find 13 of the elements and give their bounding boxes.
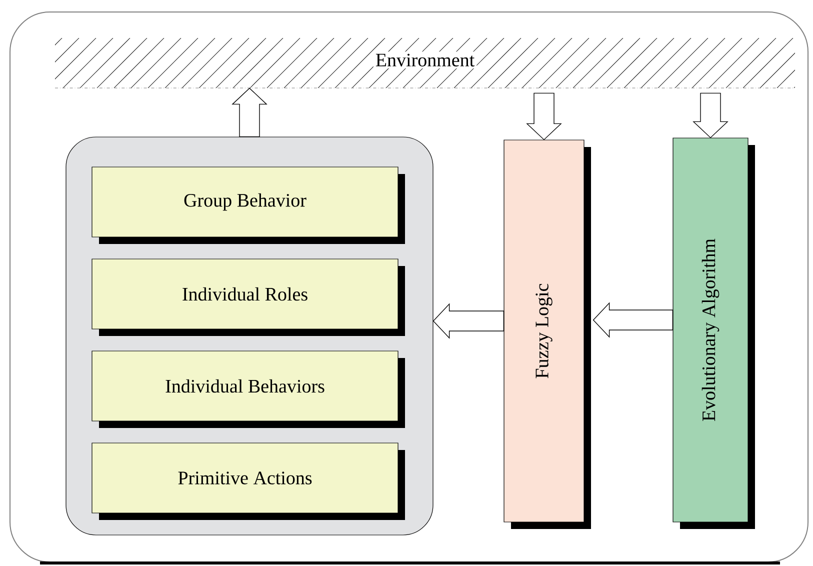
block-arrow bbox=[592, 302, 674, 338]
environment-band: Environment bbox=[54, 38, 796, 88]
layer-box: Individual Roles bbox=[92, 258, 405, 336]
layer-box: Group Behavior bbox=[92, 166, 405, 244]
block-arrow bbox=[526, 92, 562, 140]
block-arrow bbox=[432, 303, 504, 339]
process-bar: Evolutionary Algorithm bbox=[672, 138, 755, 529]
process-bar: Fuzzy Logic bbox=[504, 140, 591, 529]
block-arrow bbox=[232, 88, 268, 138]
node-label: Environment bbox=[376, 54, 474, 66]
layer-box: Individual Behaviors bbox=[92, 350, 405, 428]
block-arrow bbox=[692, 92, 728, 138]
layer-box: Primitive Actions bbox=[92, 442, 405, 520]
